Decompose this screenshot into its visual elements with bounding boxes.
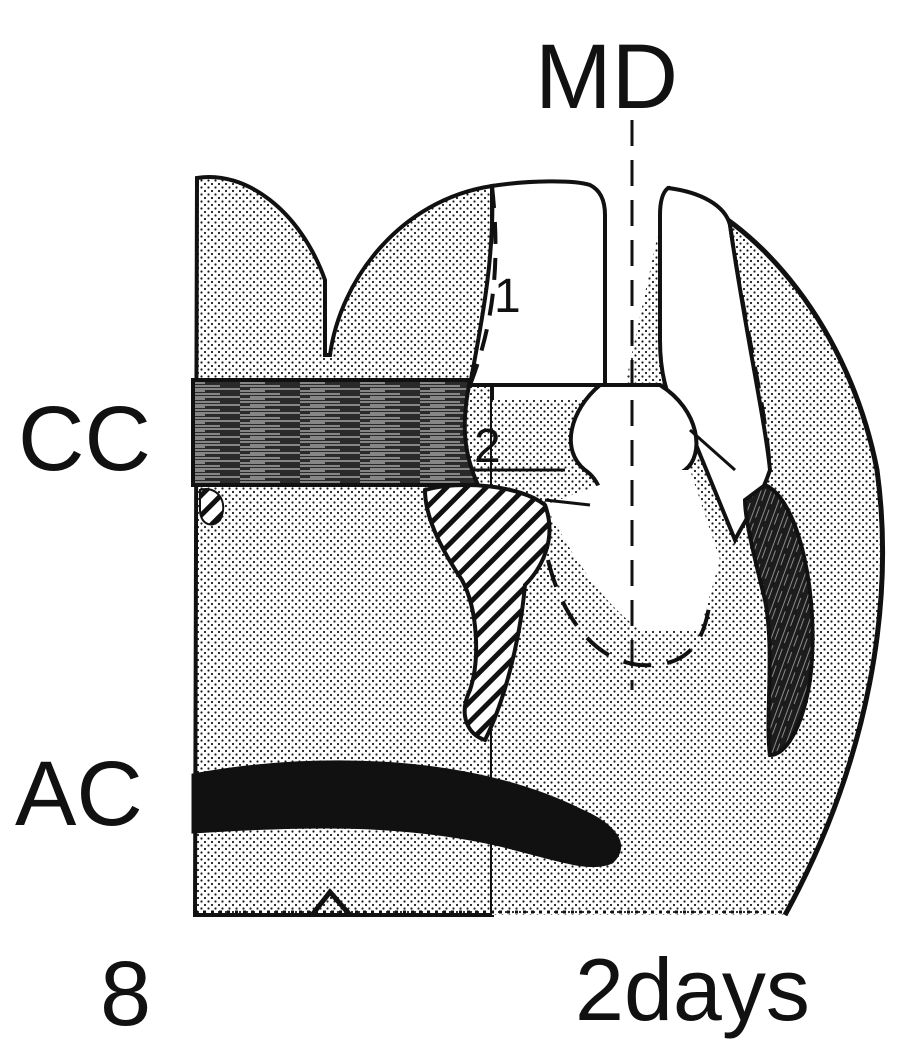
label-zone-2: 2 [474, 420, 501, 473]
label-zone-1: 1 [494, 270, 521, 323]
label-cc: CC [18, 388, 151, 490]
panel-number: 8 [100, 943, 151, 1045]
time-label: 2days [575, 940, 810, 1039]
label-ac: AC [15, 743, 143, 845]
label-md: MD [535, 26, 678, 128]
corpus-callosum-band [193, 380, 478, 485]
